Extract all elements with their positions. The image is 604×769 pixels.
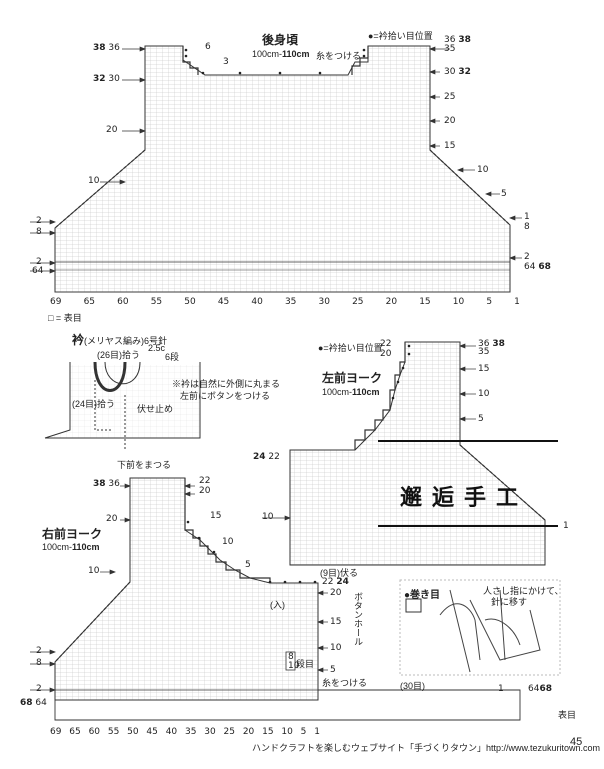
left-front-row: 24 22	[253, 452, 280, 462]
right-front-row: 8	[36, 658, 42, 668]
right-front-row: 5	[330, 665, 336, 675]
back-right-row: 30 32	[444, 67, 471, 77]
right-front-row: 10	[222, 537, 234, 547]
back-right-row: 35	[444, 44, 456, 54]
right-front-row: 2	[36, 684, 42, 694]
row-arrows	[30, 46, 522, 693]
left-front-row: 15	[478, 364, 490, 374]
back-right-row: 1	[524, 212, 530, 222]
left-front-top-right: 35	[478, 347, 490, 357]
back-left-row: 2	[36, 216, 42, 226]
shoulder-mark-3: 3	[223, 57, 229, 67]
collar-title-row: 衿(メリヤス編み)6号針	[72, 331, 167, 349]
collar-subtitle: (メリヤス編み)	[84, 336, 145, 346]
watermark-ornament-top	[378, 440, 558, 442]
right-front-row: 15	[330, 617, 342, 627]
shoulder-mark-6: 6	[205, 42, 211, 52]
left-front-row: 10	[262, 512, 274, 522]
back-right-row: 36 38	[444, 35, 471, 45]
right-front-row: 6468	[528, 684, 552, 694]
collar-rows: 6段	[165, 352, 180, 362]
collar-note-1: ※衿は自然に外側に丸まる	[172, 379, 281, 389]
buttonhole-row: 10	[288, 661, 300, 671]
back-size-label: 100cm-110cm	[252, 49, 310, 59]
back-left-row: 2	[36, 257, 42, 267]
collar-sketch	[44, 361, 201, 450]
collar-side-label: (24目)拾う	[72, 399, 116, 409]
right-front-size: 100cm-110cm	[42, 542, 100, 552]
collar-measure: 2.5c	[148, 343, 166, 353]
right-front-legend: 表目	[558, 710, 577, 720]
back-right-row: 64 68	[524, 262, 551, 272]
back-right-row: 15	[444, 141, 456, 151]
right-front-row: 10	[88, 566, 100, 576]
right-front-row: 68 64	[20, 698, 47, 708]
back-body-chart	[54, 45, 511, 293]
watermark-ornament-bottom	[378, 525, 558, 527]
right-front-row: 10	[330, 643, 342, 653]
right-front-yarn-note: 糸をつける	[322, 678, 368, 688]
right-front-row: 15	[210, 511, 222, 521]
cast-on-title: ●巻き目	[404, 590, 441, 601]
left-front-top-right: 36 38	[478, 339, 505, 349]
right-front-row: 20	[106, 514, 118, 524]
back-left-row: 38 36	[93, 43, 120, 53]
collar-needle: 6号針	[144, 336, 168, 346]
back-legend: □ = 表目	[48, 313, 82, 323]
collar-side-label-2: 伏せ止め	[137, 404, 174, 414]
right-front-chart	[54, 477, 521, 721]
right-front-row: 22 24	[322, 577, 349, 587]
cast-on-instruction-1: 人さし指にかけて、	[483, 586, 564, 596]
back-left-row: 20	[106, 125, 118, 135]
collar-title: 衿	[72, 333, 85, 347]
buttonhole-row: 8	[288, 652, 294, 662]
right-front-stitch-note: (30目)	[400, 681, 426, 691]
back-yarn-note: 糸をつける	[316, 51, 362, 61]
back-body-title: 後身頃	[262, 33, 299, 47]
back-right-row: 10	[477, 165, 489, 175]
footer-site-text: ハンドクラフトを楽しむウェブサイト「手づくりタウン」http://www.tez…	[252, 743, 601, 753]
left-front-size: 100cm-110cm	[322, 387, 380, 397]
left-front-row: 10	[478, 389, 490, 399]
back-pickup-legend: ●=衿拾い目位置	[368, 31, 433, 41]
left-front-row: 1	[563, 521, 569, 531]
back-left-row: 10	[88, 176, 100, 186]
left-front-bottom-note: (9目)伏る	[320, 568, 358, 578]
left-front-chart	[289, 341, 546, 566]
collar-pickup-top: (26目)拾う	[97, 350, 141, 360]
watermark-text: 邂逅手工	[400, 485, 529, 511]
buttonhole-label: ボタンホール	[353, 592, 363, 646]
left-front-row: 20	[380, 349, 392, 359]
left-front-title: 左前ヨーク	[322, 371, 383, 385]
back-right-row: 25	[444, 92, 456, 102]
right-front-title: 右前ヨーク	[42, 527, 103, 541]
back-right-row: 2	[524, 252, 530, 262]
left-front-row: 5	[478, 414, 484, 424]
cast-on-instruction-2: 針に移す	[491, 597, 528, 607]
back-left-row: 64	[32, 266, 44, 276]
right-front-row: 20	[330, 588, 342, 598]
right-front-row: 5	[245, 560, 251, 570]
back-left-row: 32 30	[93, 74, 120, 84]
collar-bottom-note: 下前をまつる	[117, 460, 172, 470]
right-front-row: 1	[498, 684, 504, 694]
right-front-inner-mark: (入)	[270, 600, 285, 610]
right-front-row: 2	[36, 646, 42, 656]
back-right-row: 20	[444, 116, 456, 126]
left-front-pickup-legend: ●=衿拾い目位置	[318, 343, 383, 353]
buttonhole-note: 段目	[296, 659, 315, 669]
right-front-row: 20	[199, 486, 211, 496]
back-right-row: 5	[501, 189, 507, 199]
right-front-row: 38 36	[93, 479, 120, 489]
back-right-row: 8	[524, 222, 530, 232]
cast-on-illustration	[399, 579, 561, 676]
right-front-row: 22	[199, 476, 211, 486]
page-number: 45	[570, 736, 583, 748]
collar-note-2: 左前にボタンをつける	[180, 391, 271, 401]
back-left-row: 8	[36, 227, 42, 237]
left-front-row: 22	[380, 339, 392, 349]
